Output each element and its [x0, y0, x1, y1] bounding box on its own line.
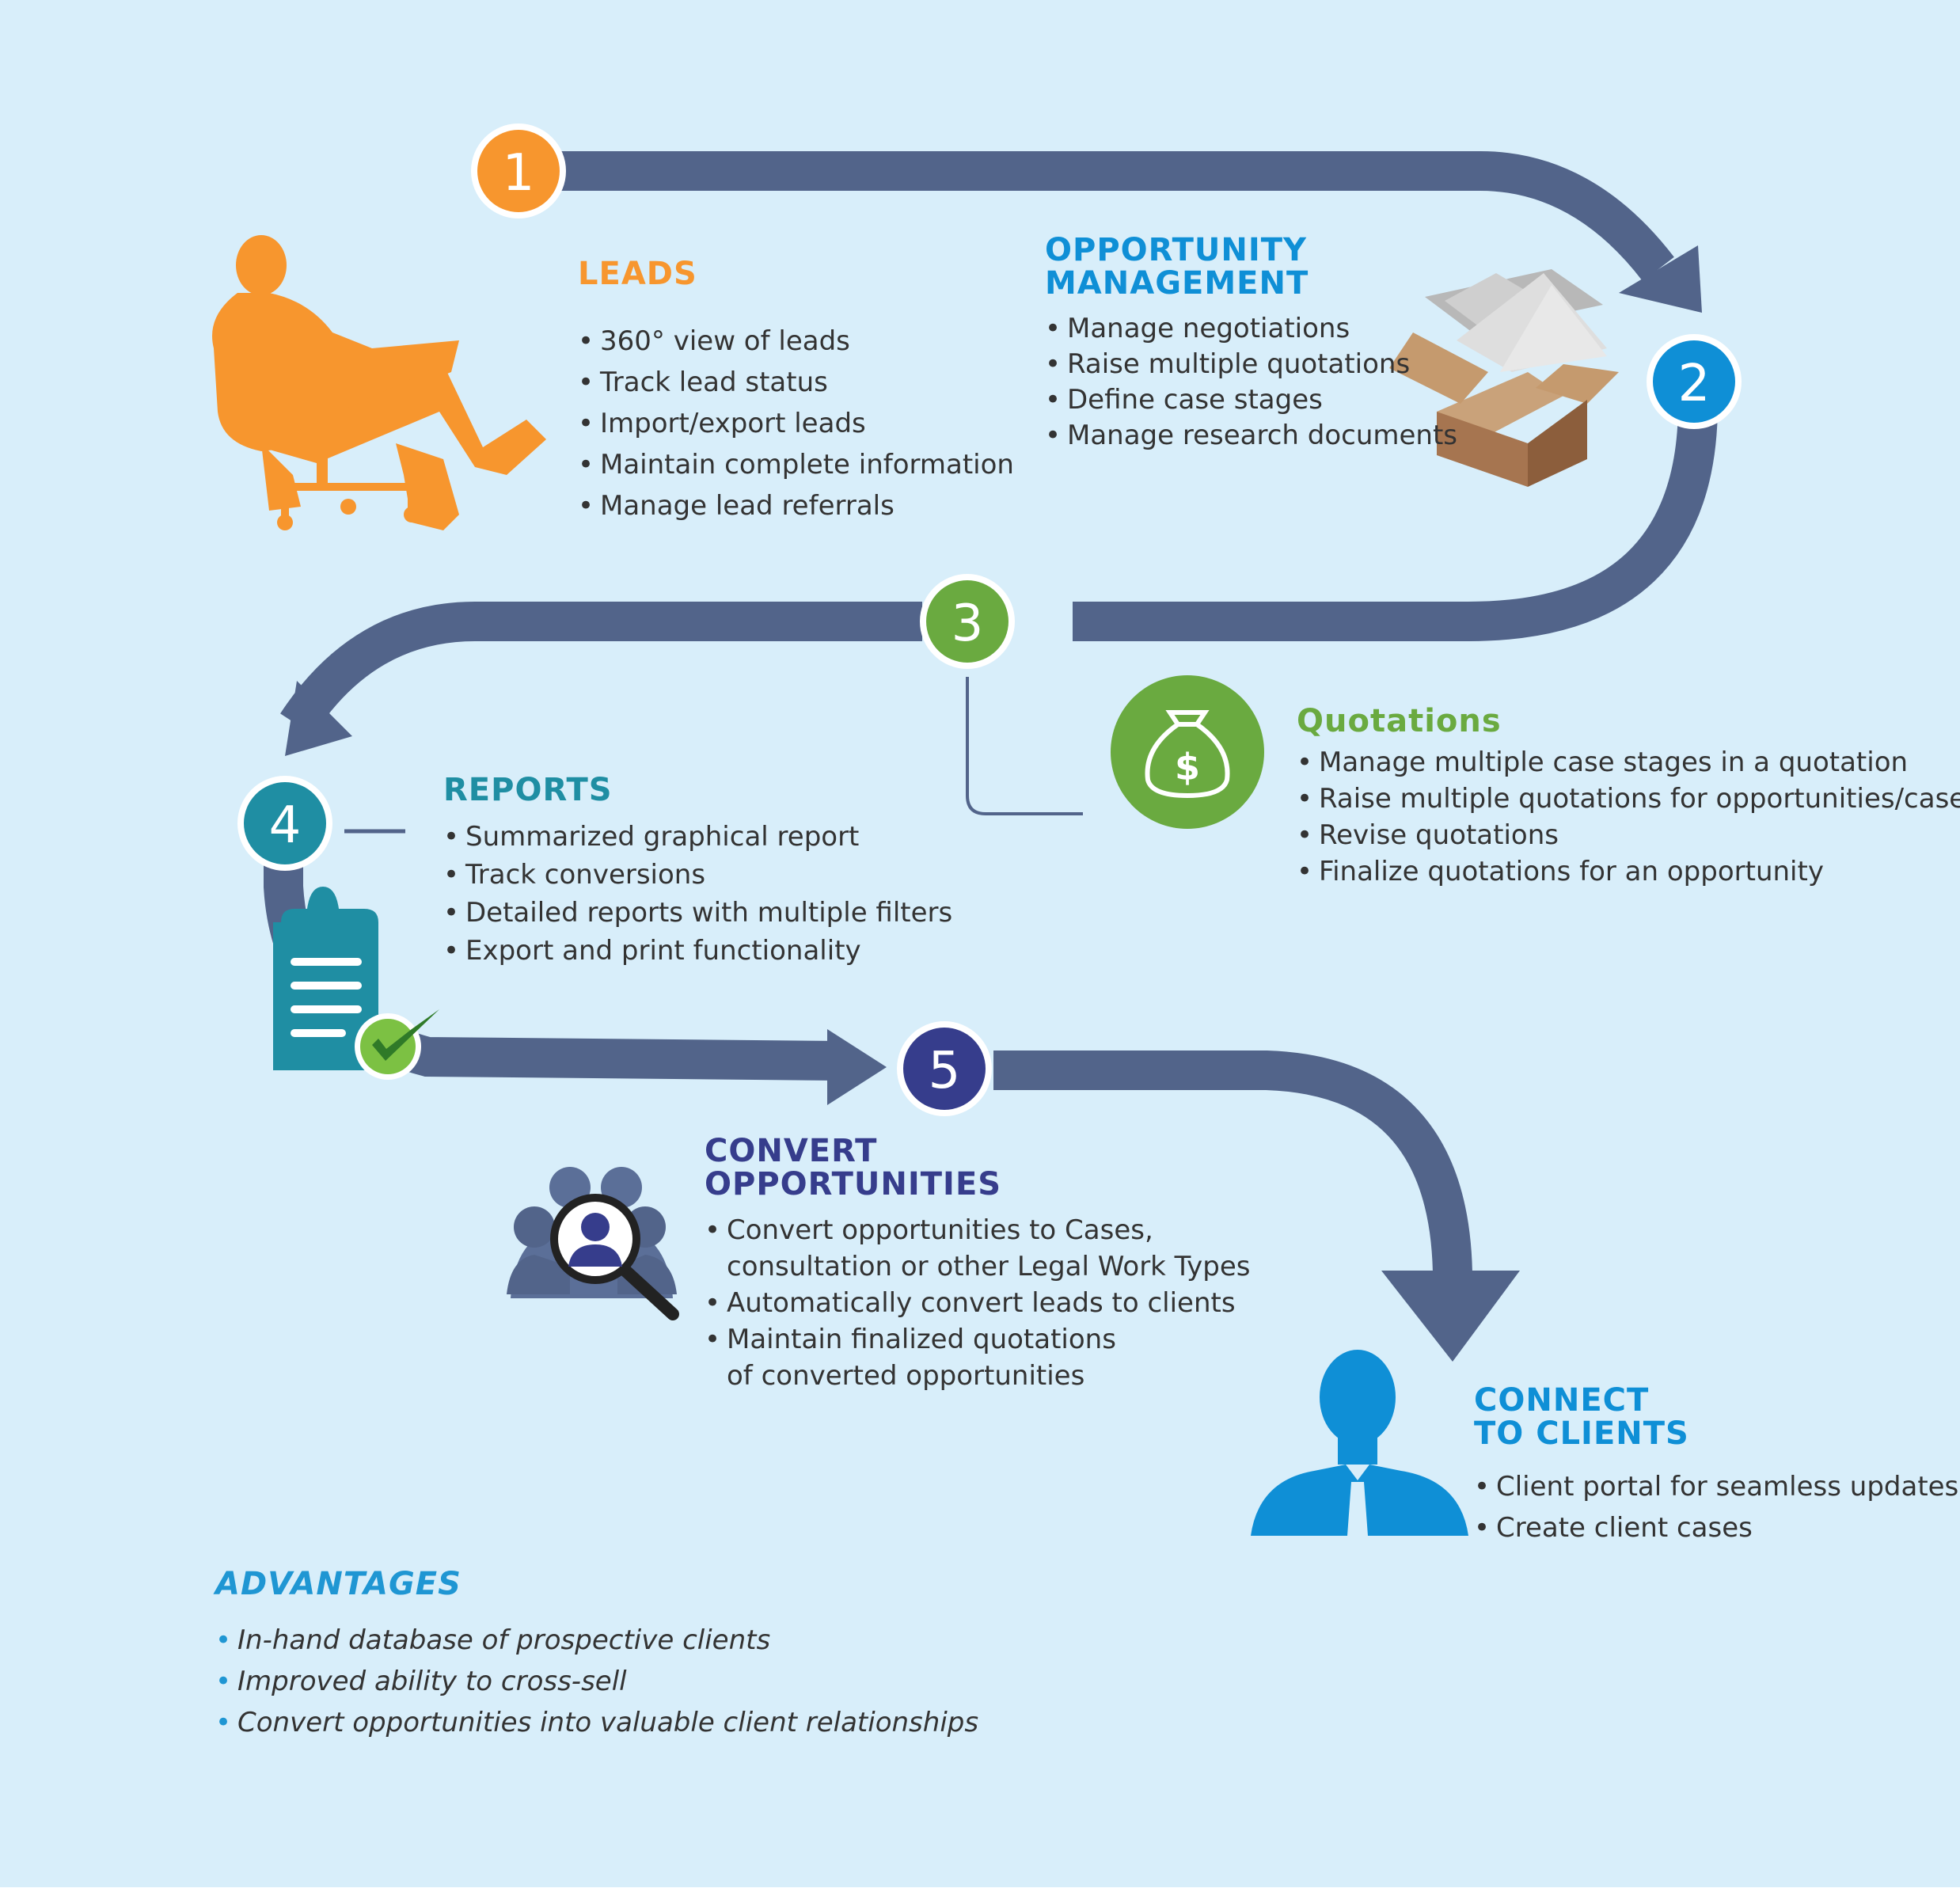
convert-item-continuation: of converted opportunities [727, 1360, 1085, 1392]
convert-list: Convert opportunities to Cases, consulta… [705, 1212, 1250, 1394]
svg-text:4: 4 [269, 796, 302, 855]
convert-title-line1: CONVERT [705, 1133, 878, 1169]
quotations-item: Manage multiple case stages in a quotati… [1297, 744, 1960, 781]
opportunity-item: Manage research documents [1045, 418, 1457, 454]
convert-item-continuation: consultation or other Legal Work Types [727, 1251, 1251, 1282]
quotations-item: Finalize quotations for an opportunity [1297, 853, 1960, 890]
opportunity-title-line1: OPPORTUNITY [1045, 232, 1308, 268]
step-2-badge: 2 [1647, 334, 1742, 429]
opportunity-section: OPPORTUNITY MANAGEMENT Manage negotiatio… [1045, 234, 1457, 454]
quotation-connector-line [966, 677, 1083, 815]
leads-item: Track lead status [578, 362, 1014, 403]
clients-list: Client portal for seamless updates Creat… [1474, 1466, 1958, 1548]
quotations-section: Quotations Manage multiple case stages i… [1297, 705, 1960, 890]
clients-section: CONNECT TO CLIENTS Client portal for sea… [1474, 1384, 1958, 1548]
reports-list: Summarized graphical report Track conver… [443, 818, 952, 970]
reports-item: Detailed reports with multiple filters [443, 894, 952, 932]
footer-band [0, 1887, 1960, 1892]
reports-item: Track conversions [443, 856, 952, 894]
convert-item: Automatically convert leads to clients [705, 1285, 1250, 1321]
advantages-title: ADVANTAGES [215, 1566, 462, 1602]
step-4-badge: 4 [237, 776, 332, 871]
clients-title-line2: TO CLIENTS [1474, 1415, 1689, 1452]
advantages-section: ADVANTAGES In-hand database of prospecti… [215, 1567, 978, 1743]
leads-list: 360° view of leads Track lead status Imp… [578, 321, 1014, 526]
reports-item: Summarized graphical report [443, 818, 952, 856]
quotations-list: Manage multiple case stages in a quotati… [1297, 744, 1960, 890]
svg-text:5: 5 [929, 1042, 961, 1100]
client-person-icon [1251, 1350, 1468, 1536]
opportunity-list: Manage negotiations Raise multiple quota… [1045, 311, 1457, 454]
money-bag-icon: $ [1111, 675, 1264, 829]
reports-section: REPORTS Summarized graphical report Trac… [443, 773, 952, 970]
leads-item: Maintain complete information [578, 444, 1014, 485]
leads-title: LEADS [578, 256, 697, 292]
leads-section: LEADS 360° view of leads Track lead stat… [578, 257, 1014, 526]
clients-item: Create client cases [1474, 1507, 1958, 1548]
reports-item: Export and print functionality [443, 932, 952, 970]
step-5-badge: 5 [897, 1021, 992, 1116]
opportunity-item: Define case stages [1045, 382, 1457, 418]
svg-text:3: 3 [952, 595, 984, 653]
advantages-item: In-hand database of prospective clients [215, 1620, 978, 1661]
svg-text:2: 2 [1678, 355, 1711, 413]
clipboard-check-icon [273, 887, 439, 1080]
clients-item: Client portal for seamless updates [1474, 1466, 1958, 1507]
opportunity-title-line2: MANAGEMENT [1045, 265, 1309, 302]
advantages-list: In-hand database of prospective clients … [215, 1620, 978, 1743]
clients-title-line1: CONNECT [1474, 1382, 1650, 1419]
convert-item-text: Convert opportunities to Cases, [727, 1214, 1153, 1246]
reports-title: REPORTS [443, 772, 613, 808]
people-search-icon [507, 1167, 679, 1320]
leads-item: 360° view of leads [578, 321, 1014, 362]
quotations-item: Raise multiple quotations for opportunit… [1297, 781, 1960, 817]
leads-item: Import/export leads [578, 403, 1014, 444]
advantages-item: Convert opportunities into valuable clie… [215, 1702, 978, 1743]
convert-section: CONVERT OPPORTUNITIES Convert opportunit… [705, 1134, 1250, 1394]
quotations-item: Revise quotations [1297, 817, 1960, 853]
convert-title-line2: OPPORTUNITIES [705, 1166, 1002, 1202]
advantages-item: Improved ability to cross-sell [215, 1661, 978, 1702]
step-1-badge: 1 [471, 123, 566, 218]
arrowheads [285, 245, 1702, 1362]
convert-item: Maintain finalized quotations of convert… [705, 1321, 1250, 1394]
convert-item-text: Maintain finalized quotations [727, 1324, 1116, 1355]
reclining-businessman-icon [212, 235, 546, 530]
step-3-badge: 3 [920, 574, 1015, 669]
opportunity-item: Raise multiple quotations [1045, 347, 1457, 382]
convert-item: Convert opportunities to Cases, consulta… [705, 1212, 1250, 1285]
svg-text:$: $ [1175, 746, 1200, 788]
quotations-title: Quotations [1297, 703, 1502, 739]
svg-text:1: 1 [503, 144, 535, 203]
leads-item: Manage lead referrals [578, 485, 1014, 526]
opportunity-item: Manage negotiations [1045, 311, 1457, 347]
